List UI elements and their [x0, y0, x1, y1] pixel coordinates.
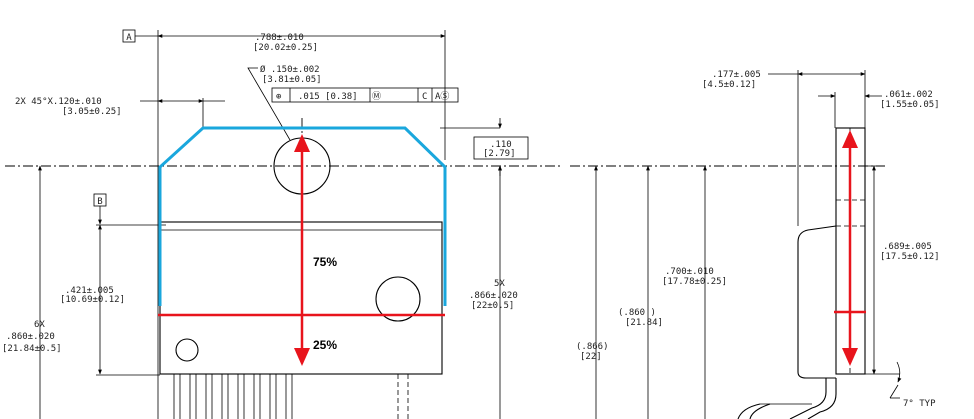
mmc-symbol: Ⓜ	[372, 91, 381, 102]
tab-outline-highlight	[158, 126, 447, 306]
5x-nominal: .866±.020	[469, 291, 518, 301]
h700-metric: [17.78±0.25]	[662, 277, 727, 287]
b-nominal: .421±.005	[65, 286, 114, 296]
h689-nominal: .689±.005	[883, 242, 932, 252]
hole-nominal: Ø .150±.002	[260, 64, 320, 75]
angle-label: 7° TYP	[903, 399, 936, 409]
lower-percent-label: 25%	[313, 338, 337, 352]
6x-metric: [21.84±0.5]	[2, 344, 62, 354]
chamfer-metric: [3.05±0.25]	[62, 107, 122, 117]
top-dim-box	[473, 136, 529, 160]
side-body	[797, 225, 837, 379]
top-metric: [2.79]	[483, 149, 516, 159]
fcf-datum-a: AⓈ	[435, 91, 449, 102]
fcf-tolerance: .015 [0.38]	[298, 92, 358, 102]
datum-a-label: A	[126, 33, 132, 43]
position-symbol: ⊕	[276, 92, 281, 102]
feature-control-frame: ⊕ .015 [0.38] Ⓜ C AⓈ	[271, 87, 459, 103]
b-metric: [10.69±0.12]	[60, 295, 125, 305]
h689-metric: [17.5±0.12]	[880, 252, 940, 262]
front-view: A .788±.010 [20.02±0.25] Ø .150±.002 [3.…	[2, 29, 560, 419]
top-nominal: .110	[490, 140, 512, 150]
thickness-metric: [1.55±0.05]	[880, 100, 940, 110]
hole-leader	[247, 67, 291, 141]
thickness-nominal: .061±.002	[884, 90, 933, 100]
6x-count: 6X	[34, 320, 45, 330]
leads	[173, 374, 409, 419]
side-arrow-top-head	[842, 130, 858, 148]
side-arrow-bottom-head	[842, 348, 858, 366]
height-arrow-top-head	[294, 134, 310, 152]
chamfer-nominal: 2X 45°X.120±.010	[15, 97, 102, 107]
pin1-mark	[175, 338, 199, 362]
ref866-nominal: (.866)	[576, 342, 609, 352]
width-metric: [20.02±0.25]	[253, 43, 318, 53]
ref860-metric: [21.84]	[625, 318, 663, 328]
upper-percent-label: 75%	[313, 255, 337, 269]
tab-nominal: .177±.005	[712, 70, 761, 80]
5x-metric: [22±0.5]	[471, 301, 514, 311]
ref866-metric: [22]	[580, 352, 602, 362]
hole-metric: [3.81±0.05]	[262, 75, 322, 85]
ejector-mark	[375, 276, 421, 322]
h700-nominal: .700±.010	[665, 267, 714, 277]
6x-nominal: .860±.020	[6, 332, 55, 342]
height-arrow-bottom-head	[294, 348, 310, 366]
ref860-nominal: (.860 )	[618, 308, 656, 318]
side-view: .177±.005 [4.5±0.12] .061±.002 [1.55±0.0…	[570, 70, 940, 419]
fcf-datum-c: C	[422, 92, 427, 102]
5x-count: 5X	[494, 279, 505, 289]
width-nominal: .788±.010	[255, 33, 304, 43]
datum-b-label: B	[97, 197, 102, 207]
tab-metric: [4.5±0.12]	[702, 80, 756, 90]
